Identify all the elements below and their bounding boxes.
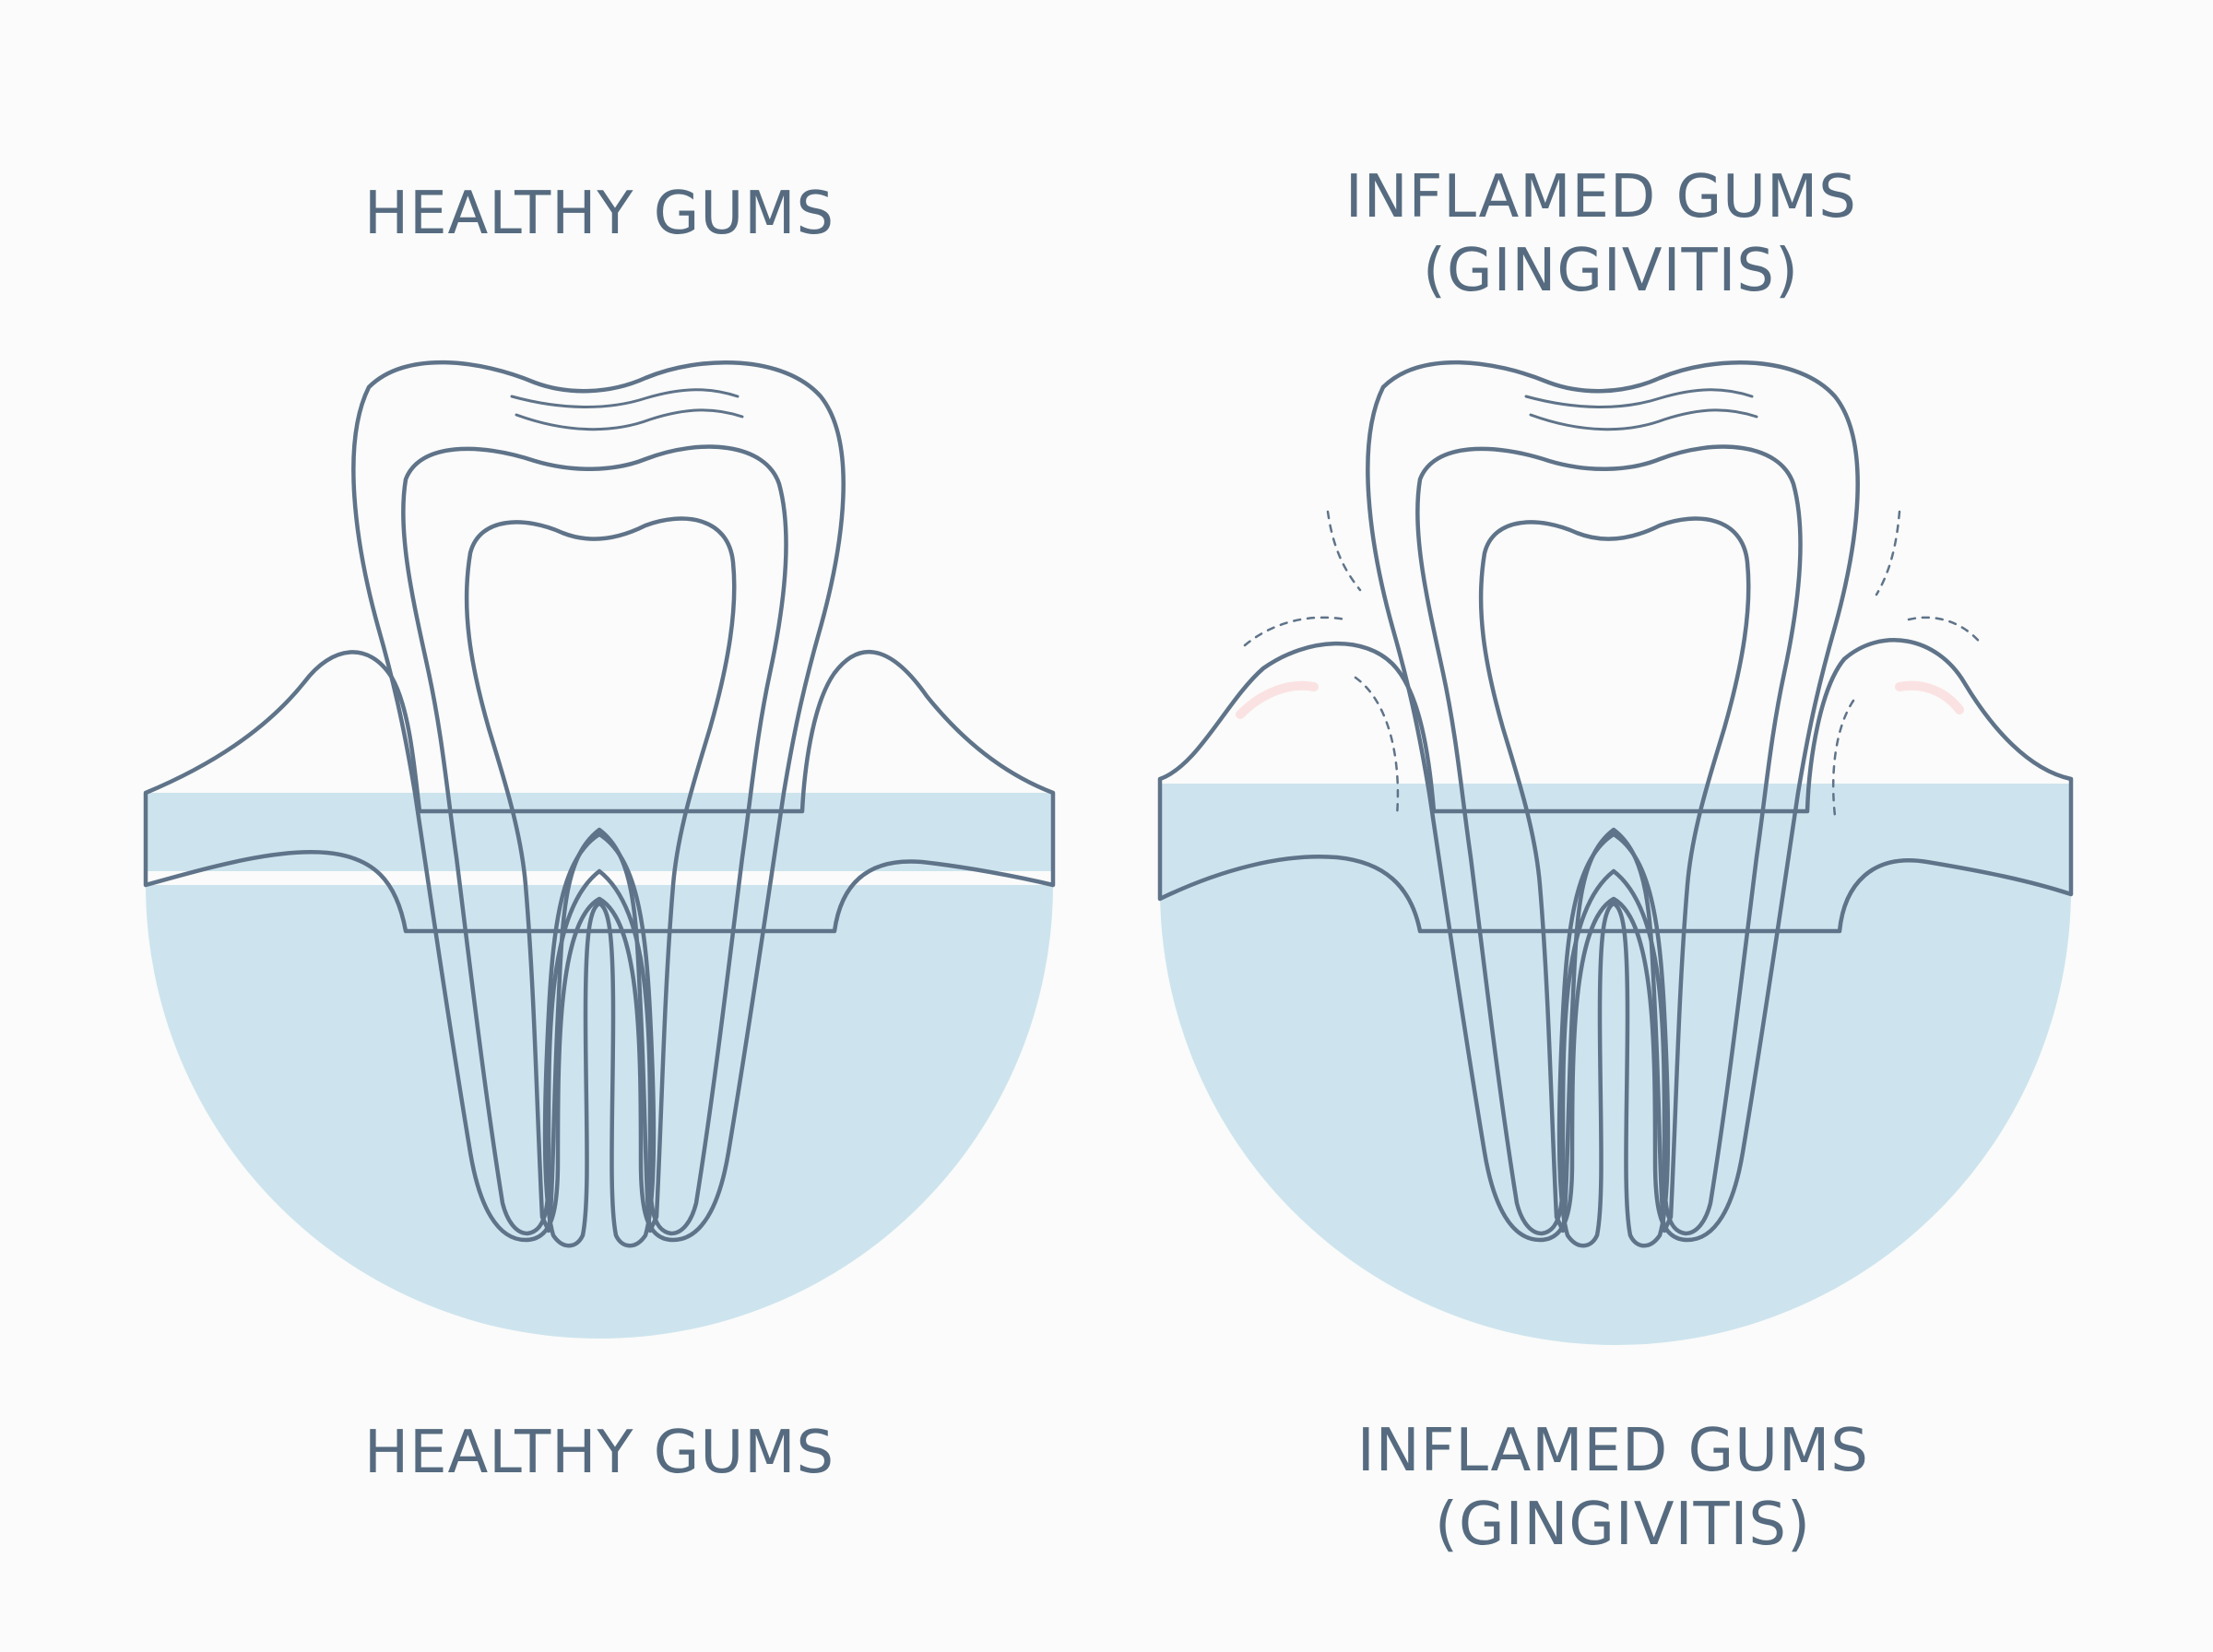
inflamed-bone-upper xyxy=(1160,784,2071,899)
inflamed-top-label: INFLAMED GUMS (GINGIVITIS) xyxy=(1345,163,1876,305)
inflamed-gums-panel: INFLAMED GUMS (GINGIVITIS) xyxy=(1157,163,2074,1559)
swelling-indicator-left-outer xyxy=(1243,616,1348,647)
healthy-bottom-label-line-1: HEALTHY GUMS xyxy=(364,1419,834,1487)
healthy-tooth-illustration xyxy=(143,360,1056,1339)
inflamed-gum-highlight-right xyxy=(1895,680,1964,714)
inflamed-gum xyxy=(1157,638,2074,934)
inflamed-tooth-pulp xyxy=(1478,516,1751,1233)
inflamed-top-label-line-2: (GINGIVITIS) xyxy=(1423,237,1799,305)
healthy-gum xyxy=(143,649,1056,934)
healthy-bone xyxy=(146,885,1053,1339)
inflamed-bottom-label-line-2: (GINGIVITIS) xyxy=(1435,1491,1811,1559)
inflamed-bottom-label: INFLAMED GUMS (GINGIVITIS) xyxy=(1357,1417,1888,1559)
inflamed-bone xyxy=(1160,890,2071,1345)
inflamed-bottom-label-line-1: INFLAMED GUMS xyxy=(1357,1417,1869,1485)
inflamed-gum-between-roots xyxy=(1556,832,1671,1248)
healthy-top-label: HEALTHY GUMS xyxy=(364,180,834,248)
inflamed-top-label-line-1: INFLAMED GUMS xyxy=(1345,163,1857,231)
healthy-crown-line-1 xyxy=(510,388,740,408)
inflamed-gum-highlight-left xyxy=(1236,680,1319,719)
swelling-indicator-right-inner xyxy=(1831,699,1855,818)
healthy-gums-panel: HEALTHY GUMS HEALTHY GUMS xyxy=(143,180,1056,1487)
inflamed-tooth-illustration xyxy=(1157,360,2074,1345)
healthy-crown-line-2 xyxy=(515,408,744,431)
healthy-top-label-line-1: HEALTHY GUMS xyxy=(364,180,834,248)
inflamed-crown-line-1 xyxy=(1524,388,1754,408)
healthy-bottom-label: HEALTHY GUMS xyxy=(364,1419,834,1487)
swelling-indicator-right-top xyxy=(1875,510,1901,596)
healthy-tooth-pulp xyxy=(464,516,737,1233)
inflamed-tooth-dentin xyxy=(1415,444,1803,1236)
swelling-indicator-left-top xyxy=(1326,510,1362,592)
swelling-indicator-left-inner xyxy=(1354,676,1400,818)
healthy-tooth-enamel xyxy=(351,360,846,1243)
healthy-gum-between-roots xyxy=(542,832,657,1248)
inflamed-tooth-enamel xyxy=(1366,360,1860,1243)
inflamed-crown-line-2 xyxy=(1529,408,1758,431)
healthy-tooth-dentin xyxy=(401,444,788,1236)
swelling-indicator-right-outer xyxy=(1907,616,1984,647)
